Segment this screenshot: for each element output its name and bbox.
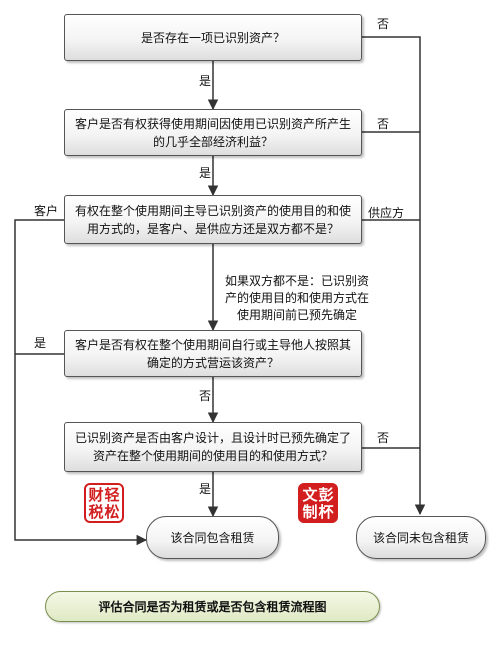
seal-char: 松 (104, 503, 120, 521)
step-economic-benefits: 客户是否有权获得使用期间因使用已识别资产所产生的几乎全部经济利益？ (64, 109, 362, 156)
seal-stamp-left: 财 轻 税 松 (84, 483, 124, 523)
edge-label-q2-no: 否 (377, 117, 390, 131)
seal-char: 杯 (318, 503, 334, 521)
edge-label-q3-supplier: 供应方 (368, 206, 405, 220)
seal-char: 财 (88, 486, 104, 504)
edge-q3-customer (14, 219, 148, 546)
edge-label-q3-customer: 客户 (34, 204, 59, 218)
edge-label-q4-no: 否 (199, 389, 212, 403)
outcome-no-lease: 该合同未包含租赁 (356, 516, 486, 559)
seal-char: 轻 (104, 486, 120, 504)
step-asset-design: 已识别资产是否由客户设计，且设计时已预先确定了资产在整个使用期间的使用目的和使用… (64, 422, 362, 472)
edge-label-q4-yes: 是 (34, 336, 47, 350)
step-text: 客户是否有权获得使用期间因使用已识别资产所产生的几乎全部经济利益？ (74, 116, 351, 149)
step-text: 客户是否有权在整个使用期间自行或主导他人按照其确定的方式营运该资产？ (74, 337, 351, 370)
step-text: 已识别资产是否由客户设计，且设计时已预先确定了资产在整个使用期间的使用目的和使用… (74, 431, 351, 463)
step-identified-asset: 是否存在一项已识别资产？ (64, 14, 362, 61)
step-text: 是否存在一项已识别资产？ (140, 30, 285, 45)
flowchart-title: 评估合同是否为租赁或是否包含租赁流程图 (45, 591, 380, 622)
step-text: 有权在整个使用期间主导已识别资产的使用目的和使用方式的，是客户、是供应方还是双方… (74, 203, 351, 236)
edge-label-q5-yes: 是 (199, 482, 212, 496)
edge-label-q2-yes: 是 (199, 166, 212, 180)
outcome-text: 该合同未包含租赁 (372, 531, 469, 545)
outcome-text: 该合同包含租赁 (170, 531, 255, 545)
edge-label-q5-no: 否 (377, 431, 390, 445)
seal-char: 制 (302, 503, 318, 521)
step-operate-asset: 客户是否有权在整个使用期间自行或主导他人按照其确定的方式营运该资产？ (64, 330, 362, 377)
seal-char: 税 (88, 503, 104, 521)
neither-party-note: 如果双方都不是：已识别资产的使用目的和使用方式在使用期间前已预先确定 (224, 274, 369, 322)
outcome-lease: 该合同包含租赁 (146, 516, 279, 559)
seal-char: 文 (302, 486, 318, 504)
seal-stamp-right: 文 彭 制 杯 (298, 483, 338, 523)
seal-char: 彭 (318, 486, 334, 504)
edge-label-q1-yes: 是 (199, 74, 212, 88)
step-direct-use: 有权在整个使用期间主导已识别资产的使用目的和使用方式的，是客户、是供应方还是双方… (64, 195, 362, 244)
flowchart-title-text: 评估合同是否为租赁或是否包含租赁流程图 (98, 600, 327, 614)
edge-label-q1-no: 否 (377, 17, 390, 31)
edge-q1-no (362, 36, 426, 516)
